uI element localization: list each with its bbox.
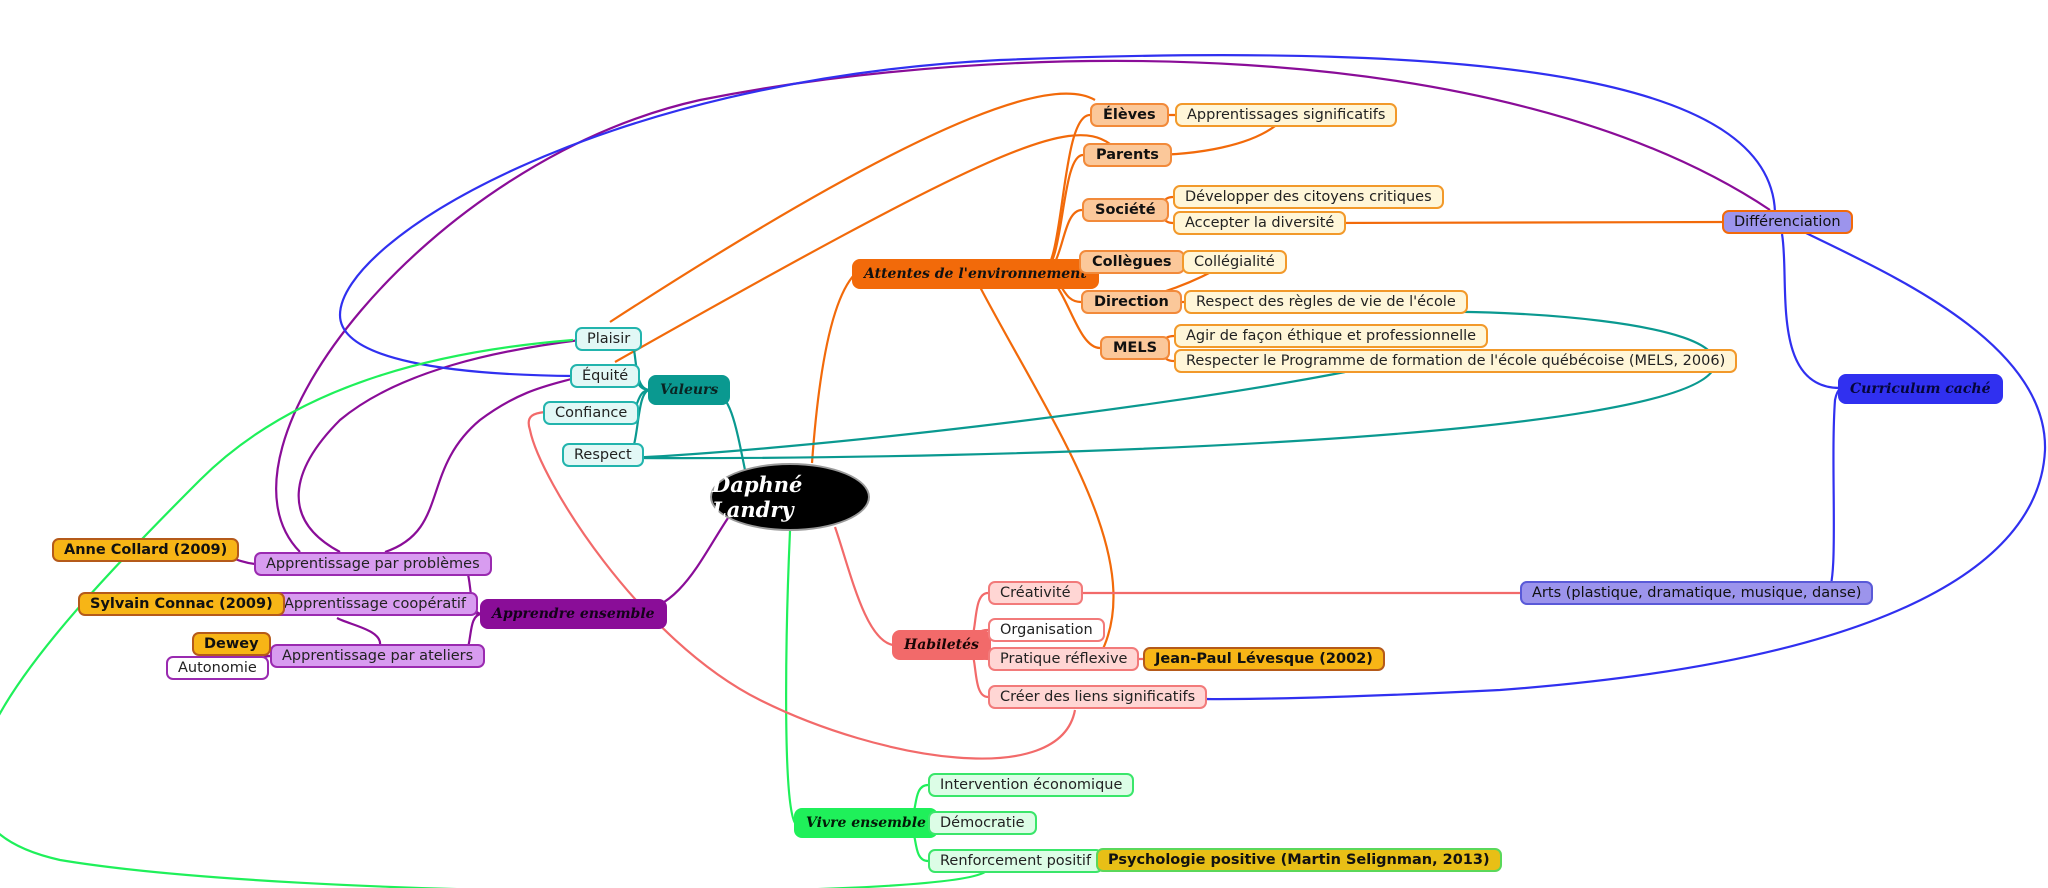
apprendre-ensemble-node[interactable]: Apprendre ensemble — [480, 599, 667, 629]
leaf-renforcement-positif[interactable]: Renforcement positif — [928, 849, 1104, 873]
mels-node[interactable]: MELS — [1100, 336, 1171, 360]
collegues-node[interactable]: Collègues — [1079, 250, 1185, 274]
edge-center-vivre — [785, 530, 796, 824]
eleves-node[interactable]: Élèves — [1090, 103, 1169, 127]
link-eleves-plaisir — [609, 92, 1096, 323]
leaf-respect-regles[interactable]: Respect des règles de vie de l'école — [1184, 290, 1468, 314]
edge-center-habiletes — [833, 526, 894, 647]
leaf-developper-citoyens[interactable]: Développer des citoyens critiques — [1173, 185, 1444, 209]
leaf-collegialite[interactable]: Collégialité — [1182, 250, 1287, 274]
direction-node[interactable]: Direction — [1081, 290, 1182, 314]
link-accepter-differenciation — [1321, 220, 1726, 225]
curriculum-cache-node[interactable]: Curriculum caché — [1838, 374, 2003, 404]
ref-psychologie-positive[interactable]: Psychologie positive (Martin Selignman, … — [1096, 848, 1502, 872]
link-attentes-pratique — [979, 286, 1115, 656]
valeurs-node[interactable]: Valeurs — [648, 375, 731, 405]
leaf-apprentissage-problemes[interactable]: Apprentissage par problèmes — [254, 552, 492, 576]
leaf-intervention-economique[interactable]: Intervention économique — [928, 773, 1135, 797]
link-parents-equite — [614, 134, 1111, 363]
central-topic[interactable]: Daphné Landry — [710, 463, 870, 531]
leaf-apprentissage-cooperatif[interactable]: Apprentissage coopératif — [272, 592, 479, 616]
societe-node[interactable]: Société — [1082, 198, 1169, 222]
leaf-autonomie[interactable]: Autonomie — [166, 656, 269, 680]
leaf-organisation[interactable]: Organisation — [988, 618, 1105, 642]
leaf-agir-ethique[interactable]: Agir de façon éthique et professionnelle — [1174, 324, 1489, 348]
leaf-confiance[interactable]: Confiance — [543, 401, 640, 425]
link-apprendre-differenciation — [275, 59, 1771, 553]
habiletes-node[interactable]: Habiletés — [892, 630, 991, 660]
link-problemes-plaisir — [297, 338, 581, 553]
leaf-plaisir[interactable]: Plaisir — [575, 327, 643, 351]
leaf-creativite[interactable]: Créativité — [988, 581, 1083, 605]
attentes-node[interactable]: Attentes de l'environnement — [852, 259, 1099, 289]
edge-attentes-parents — [1039, 153, 1084, 276]
leaf-apprentissage-ateliers[interactable]: Apprentissage par ateliers — [270, 644, 486, 668]
ref-sylvain-connac[interactable]: Sylvain Connac (2009) — [78, 592, 285, 616]
edge-center-attentes — [810, 273, 856, 464]
link-creer-confiance — [527, 410, 1077, 760]
ref-jean-paul-levesque[interactable]: Jean-Paul Lévesque (2002) — [1143, 647, 1385, 671]
ref-anne-collard[interactable]: Anne Collard (2009) — [52, 538, 240, 562]
leaf-creer-liens[interactable]: Créer des liens significatifs — [988, 685, 1208, 709]
central-topic-label: Daphné Landry — [712, 472, 803, 522]
parents-node[interactable]: Parents — [1083, 143, 1172, 167]
link-differenciation-creer — [1177, 229, 2047, 701]
leaf-pratique-reflexive[interactable]: Pratique réflexive — [988, 647, 1140, 671]
link-differenciation-equite — [338, 54, 1777, 378]
leaf-apprentissages-significatifs[interactable]: Apprentissages significatifs — [1175, 103, 1398, 127]
leaf-democratie[interactable]: Démocratie — [928, 811, 1037, 835]
leaf-respect[interactable]: Respect — [562, 443, 644, 467]
link-atelier-cooperatif — [336, 617, 382, 646]
leaf-arts[interactable]: Arts (plastique, dramatique, musique, da… — [1520, 581, 1874, 605]
vivre-ensemble-node[interactable]: Vivre ensemble — [794, 808, 938, 838]
link-respect-programme — [627, 370, 1346, 460]
leaf-equite[interactable]: Équité — [570, 364, 641, 388]
link-arts-curriculum — [1825, 386, 1843, 596]
leaf-accepter-diversite[interactable]: Accepter la diversité — [1173, 211, 1347, 235]
link-differenciation-curriculum — [1780, 233, 1841, 390]
link-renforcement-plaisir — [0, 338, 986, 888]
leaf-respecter-programme[interactable]: Respecter le Programme de formation de l… — [1174, 349, 1738, 373]
differenciation-node[interactable]: Différenciation — [1722, 210, 1853, 234]
ref-dewey[interactable]: Dewey — [192, 632, 271, 656]
link-problemes-equite — [384, 376, 576, 554]
link-respect-direction — [627, 310, 1717, 460]
